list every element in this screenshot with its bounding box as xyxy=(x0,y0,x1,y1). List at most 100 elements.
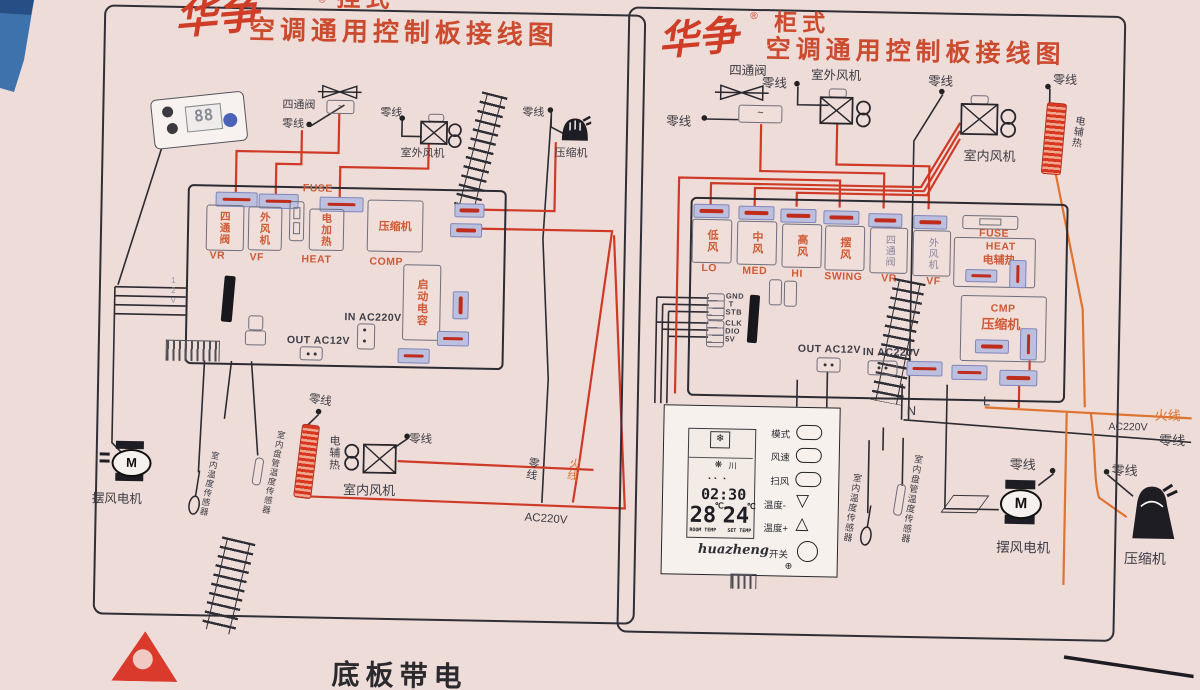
relay-en: HI xyxy=(791,267,803,280)
outdoor-fan-label: 室外风机 xyxy=(810,68,862,83)
temp-down-button-label: 温度- xyxy=(763,500,787,512)
display-power-icon xyxy=(222,112,238,128)
mode-button xyxy=(796,424,823,441)
warning-triangle-logo xyxy=(111,631,178,682)
relay-cn: 外风机 xyxy=(258,211,271,246)
board-terminal xyxy=(436,330,470,347)
wind-icon: 川 xyxy=(728,461,737,471)
signal-connector xyxy=(705,320,725,348)
compressor-icon xyxy=(561,115,592,141)
in-ac220v-label: IN AC220V xyxy=(862,346,921,360)
relay-cn: 外风机 xyxy=(925,236,938,270)
fan-icon: ❋ xyxy=(714,459,723,470)
board-terminal xyxy=(780,208,817,224)
footer-warning-text: 底板带电 xyxy=(331,658,468,690)
relay-cn: 四通阀 xyxy=(882,233,895,268)
neutral-label: 零线 xyxy=(522,106,545,119)
swing-motor-icon: M xyxy=(999,479,1043,525)
out-ac12v-connector xyxy=(816,357,841,373)
capacitor-icon xyxy=(1000,108,1017,138)
start-capacitor-label: 启动电容 xyxy=(415,278,429,327)
out-ac12v-label: OUT AC12V xyxy=(286,333,351,348)
in-ac220v-connector xyxy=(867,360,898,376)
n-terminal-label: N xyxy=(906,402,917,419)
relay-cn: 摆风 xyxy=(838,236,852,261)
indoor-fan-label: 室内风机 xyxy=(963,147,1016,164)
start-capacitor-box: 启动电容 xyxy=(401,264,442,341)
small-connector xyxy=(248,315,264,331)
neutral-label: 零线 xyxy=(307,392,333,409)
board-terminal xyxy=(738,205,775,221)
board-terminal xyxy=(951,364,988,381)
relay-en: HEAT xyxy=(301,253,332,266)
temp-up-button-label: 温度+ xyxy=(763,523,789,535)
indoor-fan-motor-icon xyxy=(960,102,999,136)
neutral-label: 零线 xyxy=(927,74,954,89)
fan-speed-button xyxy=(795,447,822,464)
thermostat-brand-script: huazheng xyxy=(697,541,770,559)
swing-button xyxy=(795,471,822,488)
relay-en: VR xyxy=(209,249,226,262)
neutral-label: 零线 xyxy=(761,76,788,91)
swing-motor-label: 摆风电机 xyxy=(91,491,143,507)
pin-label: 5V xyxy=(724,334,736,344)
compressor-label: 压缩机 xyxy=(1123,550,1167,567)
temp-up-icon: △ xyxy=(795,513,809,534)
board-terminal xyxy=(965,269,998,283)
clock-icons: ◔◔ ◔ xyxy=(706,474,728,484)
left-brand-logo: 华争 xyxy=(172,0,261,45)
seven-segment-display: 88 xyxy=(184,102,224,133)
power-button-label: 开关 xyxy=(768,549,789,561)
room-sensor-probe-icon xyxy=(188,470,201,515)
relay-en: VF xyxy=(249,251,265,264)
signal-connector xyxy=(706,293,725,321)
lcd-caption-set: SET TEMP xyxy=(727,527,752,534)
board-terminal xyxy=(452,291,469,320)
screw-icon: ⊕ xyxy=(784,560,793,571)
board-terminal xyxy=(397,348,430,364)
relay-en: SWING xyxy=(824,270,863,284)
room-sensor-probe-icon xyxy=(860,505,872,546)
outdoor-fan-motor-icon xyxy=(819,96,854,125)
right-reg-mark: ® xyxy=(750,10,758,22)
board-terminal xyxy=(868,213,903,228)
relay-box-lo: 低风 xyxy=(691,218,733,264)
fuse-holder xyxy=(288,201,305,242)
board-terminal xyxy=(974,339,1010,354)
page-edge-line xyxy=(1063,655,1194,679)
display-button-icon xyxy=(166,122,179,135)
fuse-label: FUSE xyxy=(302,182,333,195)
lcd-set-temp: 24 xyxy=(722,503,750,529)
swing-motor-icon: M xyxy=(99,440,152,482)
relay-cn: 中风 xyxy=(750,230,764,256)
in-ac220v-label: IN AC220V xyxy=(344,311,402,325)
board-terminal xyxy=(999,369,1038,387)
neutral-label: 零线 xyxy=(1111,462,1138,479)
relay-box-vf: 外风机 xyxy=(912,229,952,277)
swing-button-label: 扫风 xyxy=(770,476,790,488)
relay-cn: 低风 xyxy=(705,229,719,254)
display-board: 88 xyxy=(149,90,249,150)
capacitor-icon xyxy=(344,443,360,471)
left-title: 空调通用控制板接线图 xyxy=(248,14,560,51)
outdoor-fan-label: 室外风机 xyxy=(400,147,445,160)
relay-en: COMP xyxy=(369,255,404,269)
valve-body: ~ xyxy=(326,99,355,115)
ac220v-label: AC220V xyxy=(1108,420,1148,434)
neutral-label: 零线 xyxy=(1009,456,1036,473)
compressor-label: 压缩机 xyxy=(554,147,588,160)
lcd-caption-room: ROOM TEMP xyxy=(689,526,717,533)
relay-cn: 四通阀 xyxy=(218,210,231,246)
relay-en: VR xyxy=(881,272,897,285)
live-wire-label: 火线 xyxy=(1154,407,1181,424)
board-terminal xyxy=(1009,259,1027,289)
relay-cn: 压缩机 xyxy=(378,220,412,234)
display-button-icon xyxy=(161,105,174,118)
in-ac220v-connector xyxy=(356,323,376,350)
snowflake-icon: ❄ xyxy=(709,431,731,449)
board-terminal xyxy=(454,203,485,218)
relay-box-hi: 高风 xyxy=(781,223,823,269)
power-button xyxy=(796,540,819,563)
